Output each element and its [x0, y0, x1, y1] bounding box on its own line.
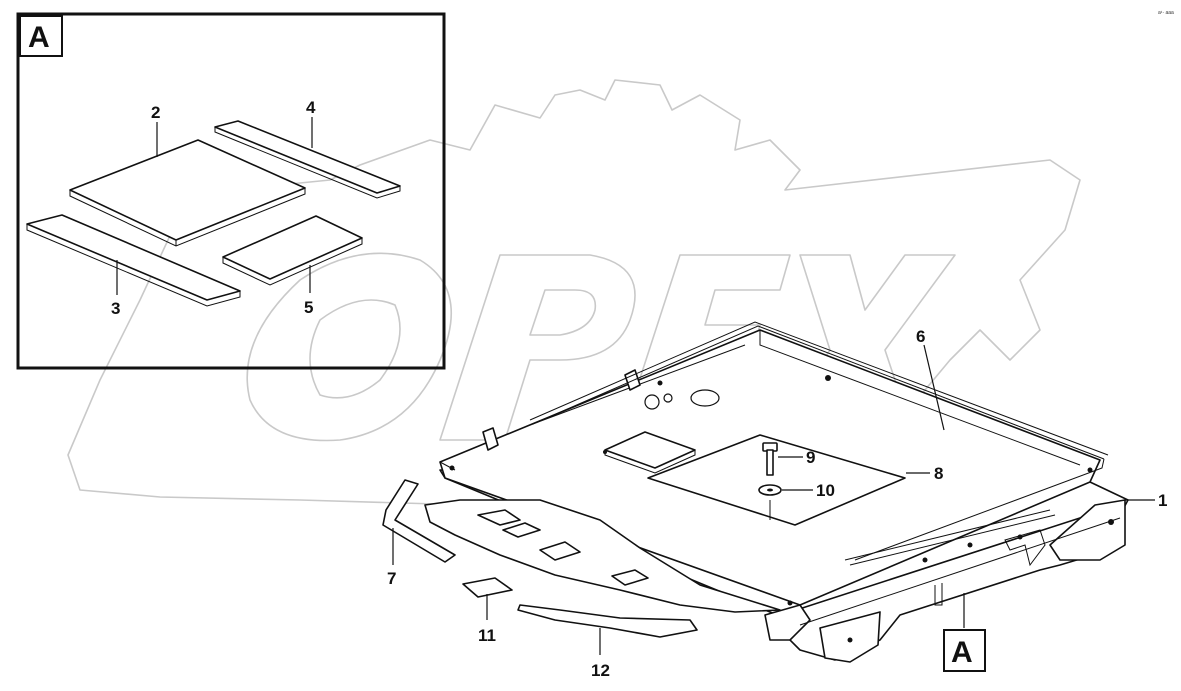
view-marker-box: [943, 629, 986, 672]
front-skirt: [424, 499, 781, 613]
frame-bolt-center: [967, 542, 973, 548]
callout-11: 11: [478, 626, 496, 645]
view-marker-a: A: [943, 593, 986, 672]
plate-bolt-3: [603, 450, 607, 454]
plate-tab-rear: [482, 427, 499, 451]
frame-bolt-foot: [847, 637, 853, 643]
plate-bolt-6: [1087, 467, 1093, 473]
part-11-pad: [462, 577, 513, 598]
plate-hole-3: [663, 393, 673, 403]
detail-view-frame: [16, 12, 446, 370]
callout-10: 10: [816, 481, 835, 500]
watermark-letter-o: [246, 252, 452, 442]
part-5-pad: [222, 215, 363, 286]
part-12-trim-strip: [517, 604, 698, 638]
detail-view-label: A: [28, 21, 50, 54]
callout-3: 3: [111, 299, 120, 318]
skirt-cutout-2: [502, 522, 541, 538]
view-marker-label: A: [951, 636, 973, 669]
plate-hole-1: [644, 394, 660, 410]
plate-bolt-1: [825, 375, 831, 381]
plate-hole-2: [690, 389, 720, 407]
frame-bolt-left: [922, 557, 928, 563]
detail-view-a: A 2 4 3 5: [16, 12, 446, 370]
callout-4: 4: [306, 98, 316, 117]
callout-6: 6: [916, 327, 925, 346]
skirt-cutout-4: [611, 569, 649, 586]
part-4-strip: [214, 120, 401, 199]
main-assembly-view: A 1 6 7 8 9 10 11 12: [382, 321, 1167, 680]
callout-8: 8: [934, 464, 943, 483]
callout-9: 9: [806, 448, 815, 467]
skirt-cutout-3: [539, 541, 581, 561]
skirt-cutout-1: [477, 509, 521, 526]
part-3-strip: [26, 214, 241, 307]
part-10-washer: [758, 484, 782, 520]
plate-tab-left: [624, 369, 641, 391]
callout-7: 7: [387, 569, 396, 588]
frame-bolt-mid: [1017, 534, 1023, 540]
part-2-pad: [69, 139, 306, 247]
plate-bolt-2: [657, 380, 663, 386]
callout-2: 2: [151, 103, 160, 122]
detail-view-label-box: [19, 15, 63, 57]
plate-bolt-5: [787, 600, 793, 606]
part-6-mat: [529, 321, 1109, 561]
callout-5: 5: [304, 298, 313, 317]
leader-6: [923, 344, 945, 431]
watermark-letter-p: [439, 254, 636, 441]
part-8-plate: [647, 434, 906, 526]
callout-1: 1: [1158, 491, 1167, 510]
corner-code: a¹· aaa: [1158, 10, 1174, 16]
part-7-trim-strip: [382, 479, 456, 563]
plate-bolt-4: [449, 465, 455, 471]
part-9-bolt: [762, 442, 778, 476]
callout-12: 12: [591, 661, 610, 680]
frame-bolt-right: [1108, 519, 1114, 525]
